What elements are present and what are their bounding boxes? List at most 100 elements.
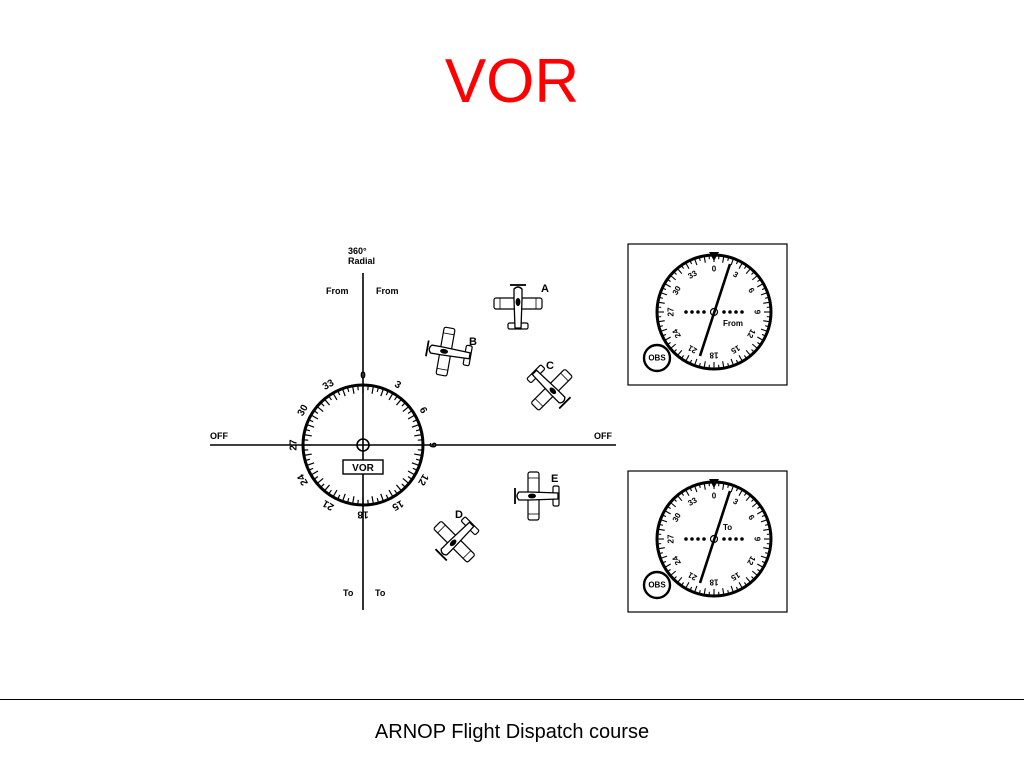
indicator-tick: [751, 275, 758, 281]
indicator-tick: [722, 483, 725, 490]
indicator-tick: [761, 514, 765, 518]
indicator-number-27: 27: [667, 534, 676, 543]
indicator-tick: [751, 343, 758, 349]
indicator-number-18: 18: [709, 578, 718, 587]
aircraft-b: [425, 326, 473, 377]
deviation-dot: [684, 310, 688, 314]
compass-tick: [411, 462, 419, 466]
compass-number-30: 30: [296, 403, 311, 419]
aircraft-c: [526, 364, 573, 411]
compass-tick: [376, 497, 379, 503]
compass-tick: [342, 389, 346, 397]
deviation-dot: [696, 537, 700, 541]
indicator-tick: [665, 563, 671, 568]
indicator-number-27: 27: [667, 307, 676, 316]
deviation-dot: [722, 310, 726, 314]
compass-tick: [412, 467, 417, 471]
indicator-tick: [760, 328, 767, 332]
indicator-tick: [665, 336, 671, 341]
indicator-tick: [694, 358, 698, 365]
indicator-tick: [658, 301, 665, 304]
indicator-tick: [757, 341, 761, 345]
indicator-tick: [738, 582, 743, 588]
indicator-tick: [735, 359, 739, 363]
indicator-tick: [730, 358, 734, 365]
compass-tick: [309, 467, 314, 471]
deviation-dot: [740, 310, 744, 314]
indicator-tick: [751, 576, 754, 579]
cdi-needle: [698, 490, 732, 584]
indicator-tick: [727, 257, 730, 261]
indicator-tick: [751, 272, 754, 275]
indicator-tick: [751, 349, 754, 352]
compass-tick: [347, 387, 350, 393]
compass-tick: [407, 410, 412, 414]
compass-tick: [415, 429, 421, 432]
to-from-flag: To: [723, 523, 732, 532]
indicator-tick: [735, 488, 739, 492]
indicator-tick: [765, 552, 769, 555]
indicator-tick: [685, 355, 690, 361]
compass-tick: [376, 387, 379, 393]
compass-number-9: 9: [427, 442, 438, 448]
aircraft-d: [433, 516, 480, 563]
aircraft-a: [493, 284, 543, 330]
compass-tick: [320, 402, 325, 407]
indicator-tick: [743, 355, 747, 359]
indicator-tick: [703, 483, 706, 490]
indicator-number-18: 18: [709, 351, 718, 360]
indicator-tick: [667, 279, 671, 283]
indicator-tick: [763, 320, 770, 323]
indicator-tick: [760, 555, 767, 559]
indicator-tick: [658, 547, 665, 550]
deviation-dot: [722, 537, 726, 541]
off-label-left: OFF: [210, 431, 228, 441]
indicator-tick: [685, 263, 690, 269]
compass-number-24: 24: [295, 472, 310, 488]
indicator-tick: [727, 363, 730, 367]
deviation-dot: [690, 310, 694, 314]
indicator-tick: [757, 283, 763, 288]
indicator-tick: [698, 484, 701, 488]
compass-number-3: 3: [392, 379, 403, 392]
compass-tick: [311, 470, 319, 476]
compass-tick: [385, 391, 389, 396]
deviation-dot: [728, 537, 732, 541]
compass-tick: [352, 386, 355, 394]
course-index-triangle: [709, 252, 719, 261]
indicator-tick: [663, 560, 667, 564]
compass-tick: [394, 396, 398, 401]
off-label-right: OFF: [594, 431, 612, 441]
obs-knob[interactable]: [642, 570, 672, 600]
course-index-triangle: [709, 479, 719, 488]
indicator-tick: [659, 552, 663, 555]
compass-tick: [407, 476, 412, 480]
compass-tick: [347, 497, 350, 503]
indicator-tick: [674, 349, 677, 352]
compass-tick: [337, 391, 341, 396]
compass-number-12: 12: [415, 472, 430, 488]
compass-number-0: 0: [360, 371, 366, 382]
indicator-tick: [760, 292, 767, 296]
indicator-tick: [685, 490, 690, 496]
compass-tick: [311, 414, 319, 420]
compass-tick: [388, 489, 394, 497]
compass-tick: [305, 429, 311, 432]
indicator-tick: [661, 328, 668, 332]
indicator-tick: [674, 499, 677, 502]
indicator-tick: [703, 588, 706, 595]
compass-number-21: 21: [321, 497, 337, 512]
obs-knob[interactable]: [642, 343, 672, 373]
obs-knob-label: OBS: [648, 581, 666, 590]
compass-tick: [395, 399, 402, 406]
indicator-tick: [738, 263, 743, 269]
indicator-tick: [743, 492, 747, 496]
indicator-tick: [661, 519, 668, 523]
indicator-tick: [665, 510, 671, 515]
indicator-tick: [703, 256, 706, 263]
indicator-tick: [667, 341, 671, 345]
indicator-tick: [677, 495, 683, 502]
compass-tick: [352, 496, 355, 504]
indicator-tick: [703, 361, 706, 368]
